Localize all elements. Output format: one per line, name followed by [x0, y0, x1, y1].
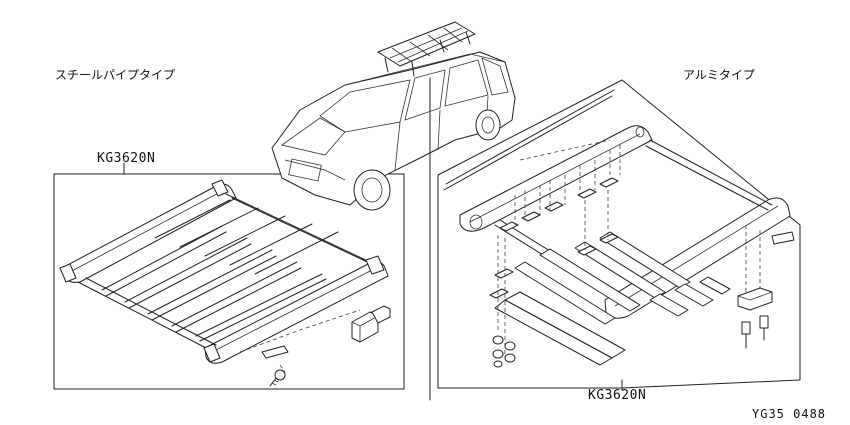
alum-rack-slats [494, 231, 731, 366]
alum-bracket [737, 287, 773, 311]
alum-label-plate [771, 231, 795, 245]
left-part-number: KG3620N [97, 151, 156, 166]
vehicle-roof-rack [377, 21, 476, 77]
aluminum-type-label: アルミタイプ [683, 68, 755, 82]
vehicle-illustration [271, 21, 516, 211]
steel-bolt [269, 369, 286, 387]
steel-rack-slats [101, 199, 339, 342]
right-part-number: KG3620N [588, 388, 647, 403]
alum-roof-rack [443, 89, 795, 368]
alum-type-frame [429, 77, 801, 401]
steel-bracket [351, 305, 391, 343]
steel-roof-rack [59, 179, 391, 387]
alum-nuts [492, 335, 516, 368]
steel-label-plate [261, 345, 289, 359]
alum-leader-lines [497, 139, 761, 355]
drawing-code: YG35 0488 [752, 407, 827, 421]
steel-pipe-type-label: スチールパイプタイプ [55, 68, 176, 82]
alum-bolts [741, 315, 769, 349]
steel-type-frame [53, 162, 405, 390]
alum-clamps [489, 177, 619, 299]
